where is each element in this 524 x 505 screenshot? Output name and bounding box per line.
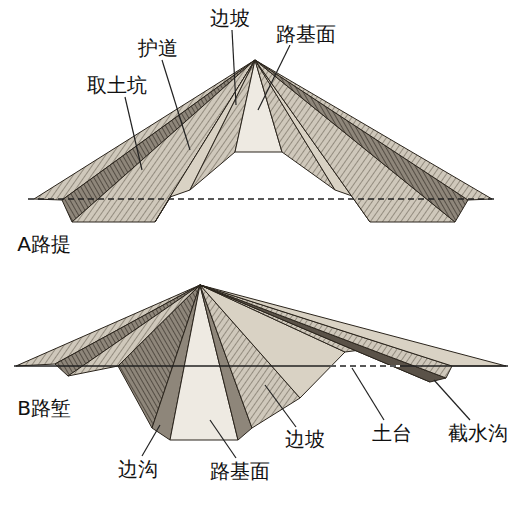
- roadbed-label: 路基面: [274, 23, 338, 45]
- slope-label: 边坡: [283, 428, 327, 450]
- slope-label: 边坡: [208, 7, 252, 29]
- figure-label: A路提: [15, 233, 73, 255]
- section-face: [255, 60, 468, 222]
- figure-label: B路堑: [15, 397, 73, 419]
- berm-label: 护道: [136, 37, 180, 59]
- intercepting-ditch-label: 截水沟: [446, 422, 510, 444]
- roadbed-label: 路基面: [208, 460, 272, 482]
- cutting-figure: [16, 285, 506, 440]
- section-face: [200, 285, 452, 378]
- ground-lines: [14, 199, 508, 366]
- borrow-pit-label: 取土坑: [85, 74, 149, 96]
- section-face: [200, 285, 446, 382]
- section-face: [72, 60, 255, 222]
- section-face: [200, 285, 506, 366]
- section-face: [255, 60, 492, 200]
- side-ditch-label: 边沟: [116, 458, 160, 480]
- leader-lines: [125, 30, 470, 458]
- section-face: [62, 60, 255, 222]
- earth-bank-label: 土台: [370, 422, 414, 444]
- embankment-figure: [34, 60, 492, 222]
